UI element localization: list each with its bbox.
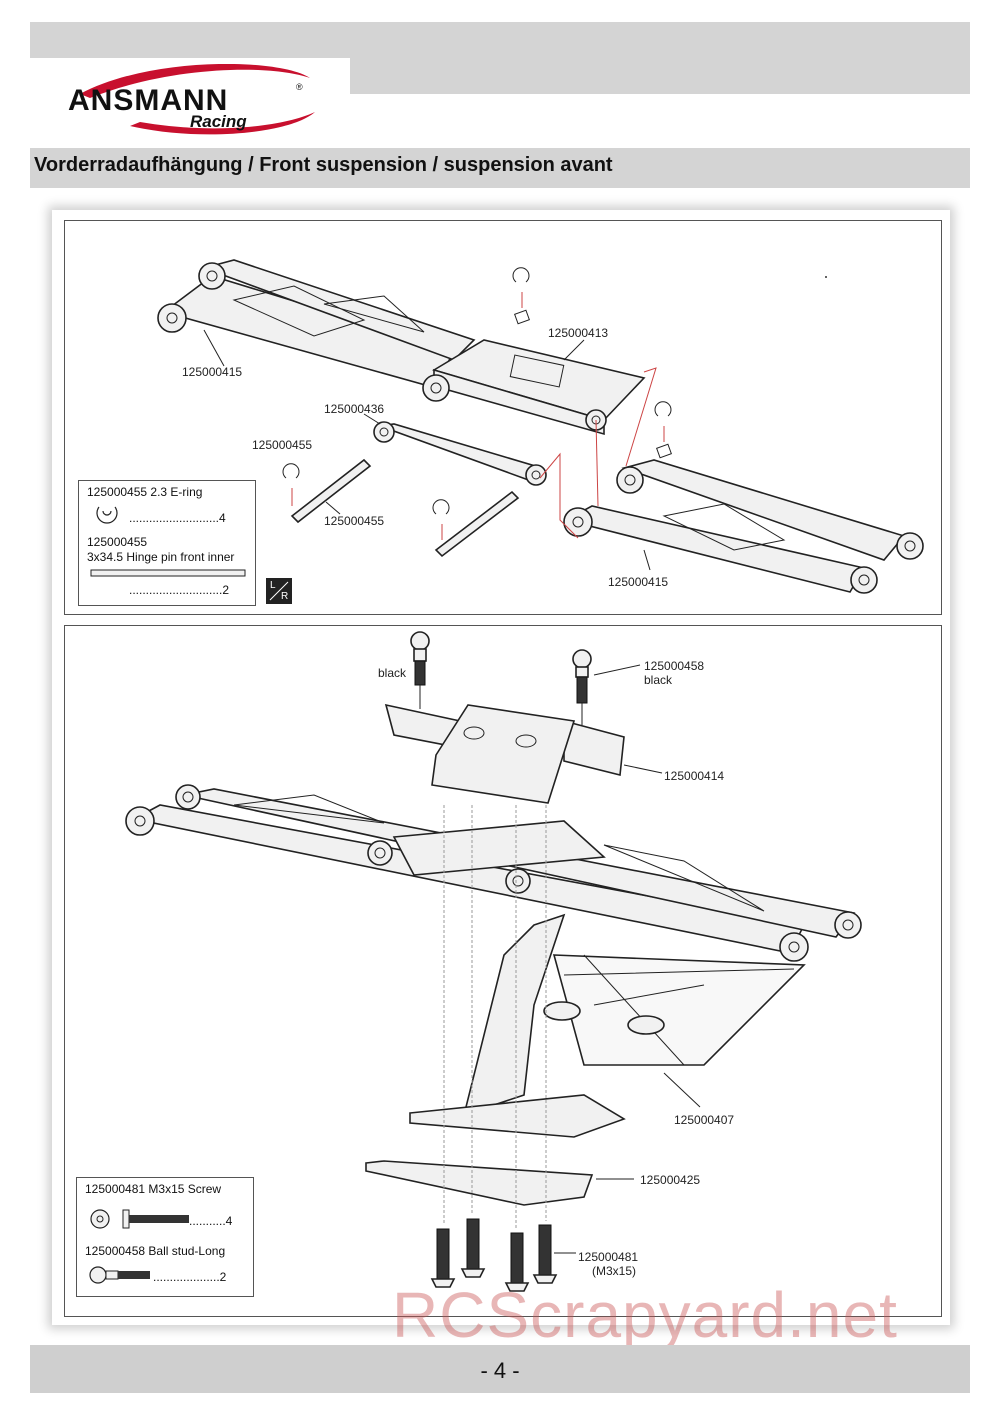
ball-stud-icon (89, 1266, 150, 1284)
section-title-bar (30, 148, 970, 188)
logo-registered-mark: ® (296, 82, 303, 92)
part-number-link: 125000436 (324, 402, 385, 416)
e-ring-top (512, 267, 530, 325)
screw-icon (90, 1209, 189, 1229)
page-number: - 4 - (480, 1358, 520, 1383)
screw-size: (M3x15) (592, 1264, 637, 1278)
hinge-pin-right (434, 490, 520, 558)
parts-legend-bottom: 125000481 M3x15 Screw ...........4 12500… (76, 1177, 254, 1297)
guide-line-b (595, 419, 599, 507)
lr-left: L (270, 580, 276, 591)
header-notch (30, 58, 350, 98)
bumper-plate (365, 1160, 594, 1206)
hinge-pin-icon (90, 569, 246, 577)
logo-brand: ANSMANN (68, 84, 229, 117)
part-number-screw: 125000481 (578, 1250, 639, 1264)
front-mount-block (422, 339, 646, 436)
top-assembly-drawing (157, 259, 924, 594)
e-ring-icon (96, 506, 118, 524)
guide-line-a (539, 452, 579, 539)
e-ring-lower (432, 499, 450, 540)
legend-pin-title: 125000455 (87, 535, 148, 549)
legend-screw-qty: ...........4 (189, 1214, 233, 1228)
part-number-ball-stud: 125000458 (644, 659, 705, 673)
part-number-skid: 125000407 (674, 1113, 735, 1127)
label-black-right: black (644, 673, 673, 687)
ansmann-logo: ANSMANN ® Racing (60, 64, 320, 142)
legend-pin-desc: 3x34.5 Hinge pin front inner (87, 550, 235, 564)
legend-ballstud-title: 125000458 Ball stud-Long (85, 1244, 226, 1258)
parts-legend-top: 125000455 2.3 E-ring ...................… (78, 480, 256, 606)
logo-racing: Racing (190, 112, 247, 131)
part-number-pin-b: 125000455 (324, 514, 385, 528)
label-black-left: black (378, 666, 407, 680)
part-number-arm-lower: 125000415 (608, 575, 669, 589)
suspension-link (373, 421, 547, 486)
part-number-plate: 125000425 (640, 1173, 701, 1187)
part-number-arm-upper: 125000415 (182, 365, 243, 379)
legend-eRing-qty: ...........................4 (129, 511, 226, 525)
section-title: Vorderradaufhängung / Front suspension /… (34, 154, 613, 176)
left-right-divider-icon (269, 581, 289, 601)
part-number-pin-a: 125000455 (252, 438, 313, 452)
watermark: RCScrapyard.net (392, 1279, 898, 1351)
ball-stud-left (410, 631, 430, 686)
legend-eRing-title: 125000455 2.3 E-ring (87, 485, 203, 499)
suspension-arm-assembly (125, 784, 862, 962)
front-bulkhead (384, 703, 625, 804)
e-ring-right (654, 401, 672, 459)
suspension-arm-upper (157, 259, 476, 389)
lr-right: R (281, 591, 289, 602)
e-ring-left (282, 463, 300, 506)
part-number-bulkhead: 125000414 (664, 769, 725, 783)
ball-stud-right (572, 649, 592, 704)
legend-screw-title: 125000481 M3x15 Screw (85, 1182, 222, 1196)
hinge-pin-left (290, 458, 372, 524)
bottom-assembly-drawing (125, 631, 862, 1292)
screw-set (430, 1218, 558, 1292)
part-number-mount: 125000413 (548, 326, 609, 340)
guide-line-c (625, 367, 657, 467)
skid-plate (409, 913, 806, 1138)
suspension-arm-lower (563, 459, 924, 594)
left-right-badge: L R (266, 578, 292, 604)
legend-pin-qty: ............................2 (129, 583, 230, 597)
legend-ballstud-qty: ....................2 (153, 1270, 227, 1284)
footer-bar (30, 1345, 970, 1393)
logo-swoosh-icon (80, 64, 315, 135)
